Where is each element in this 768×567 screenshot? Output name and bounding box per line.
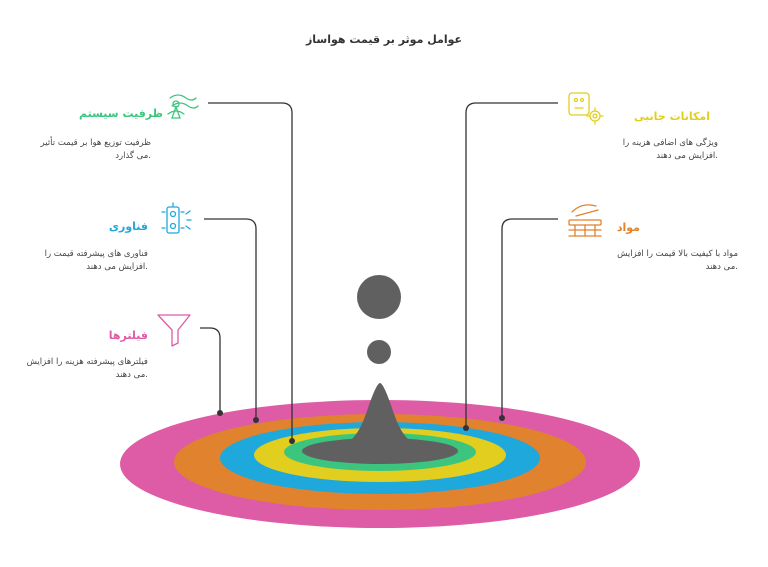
connector-dot-accessories (463, 425, 469, 431)
factor-desc-filters: فیلترهای پیشرفته هزینه را افزایش .می دهن… (26, 357, 148, 380)
connector-dot-system-capacity (289, 438, 295, 444)
factor-desc-materials: مواد با کیفیت بالا قیمت را افزایش .می ده… (617, 249, 738, 272)
traffic-light-icon (161, 202, 192, 234)
connector-technology (204, 218, 257, 420)
connector-accessories (465, 102, 558, 428)
factor-desc-accessories: ویژگی های اضافی هزینه را .افزایش می دهند (622, 138, 718, 161)
drop-small (367, 340, 391, 364)
wind-turbine-icon (167, 94, 199, 119)
drop-large (357, 275, 401, 319)
factor-title-materials: مواد (616, 221, 640, 234)
diagram-title: عوامل موثر بر قیمت هواساز (305, 33, 463, 46)
factor-title-system-capacity: ظرفیت سیستم (79, 107, 163, 120)
connector-dot-technology (253, 417, 259, 423)
factor-title-accessories: امکانات جانبی (633, 110, 710, 123)
factor-title-technology: فناوری (108, 220, 148, 233)
connector-filters (200, 327, 221, 413)
connector-dot-filters (217, 410, 223, 416)
factor-desc-system-capacity: ظرفیت توزیع هوا بر قیمت تأثیر .می گذارد (40, 138, 151, 161)
connector-materials (501, 218, 558, 418)
splash-column (322, 383, 438, 451)
connector-system-capacity (208, 102, 293, 441)
factor-title-filters: فیلترها (108, 329, 148, 342)
factor-desc-technology: فناوری های پیشرفته قیمت را .افزایش می ده… (44, 249, 148, 272)
filter-icon (157, 314, 191, 347)
materials-icon (568, 204, 602, 237)
connector-dot-materials (499, 415, 505, 421)
settings-gear-icon (568, 92, 604, 125)
